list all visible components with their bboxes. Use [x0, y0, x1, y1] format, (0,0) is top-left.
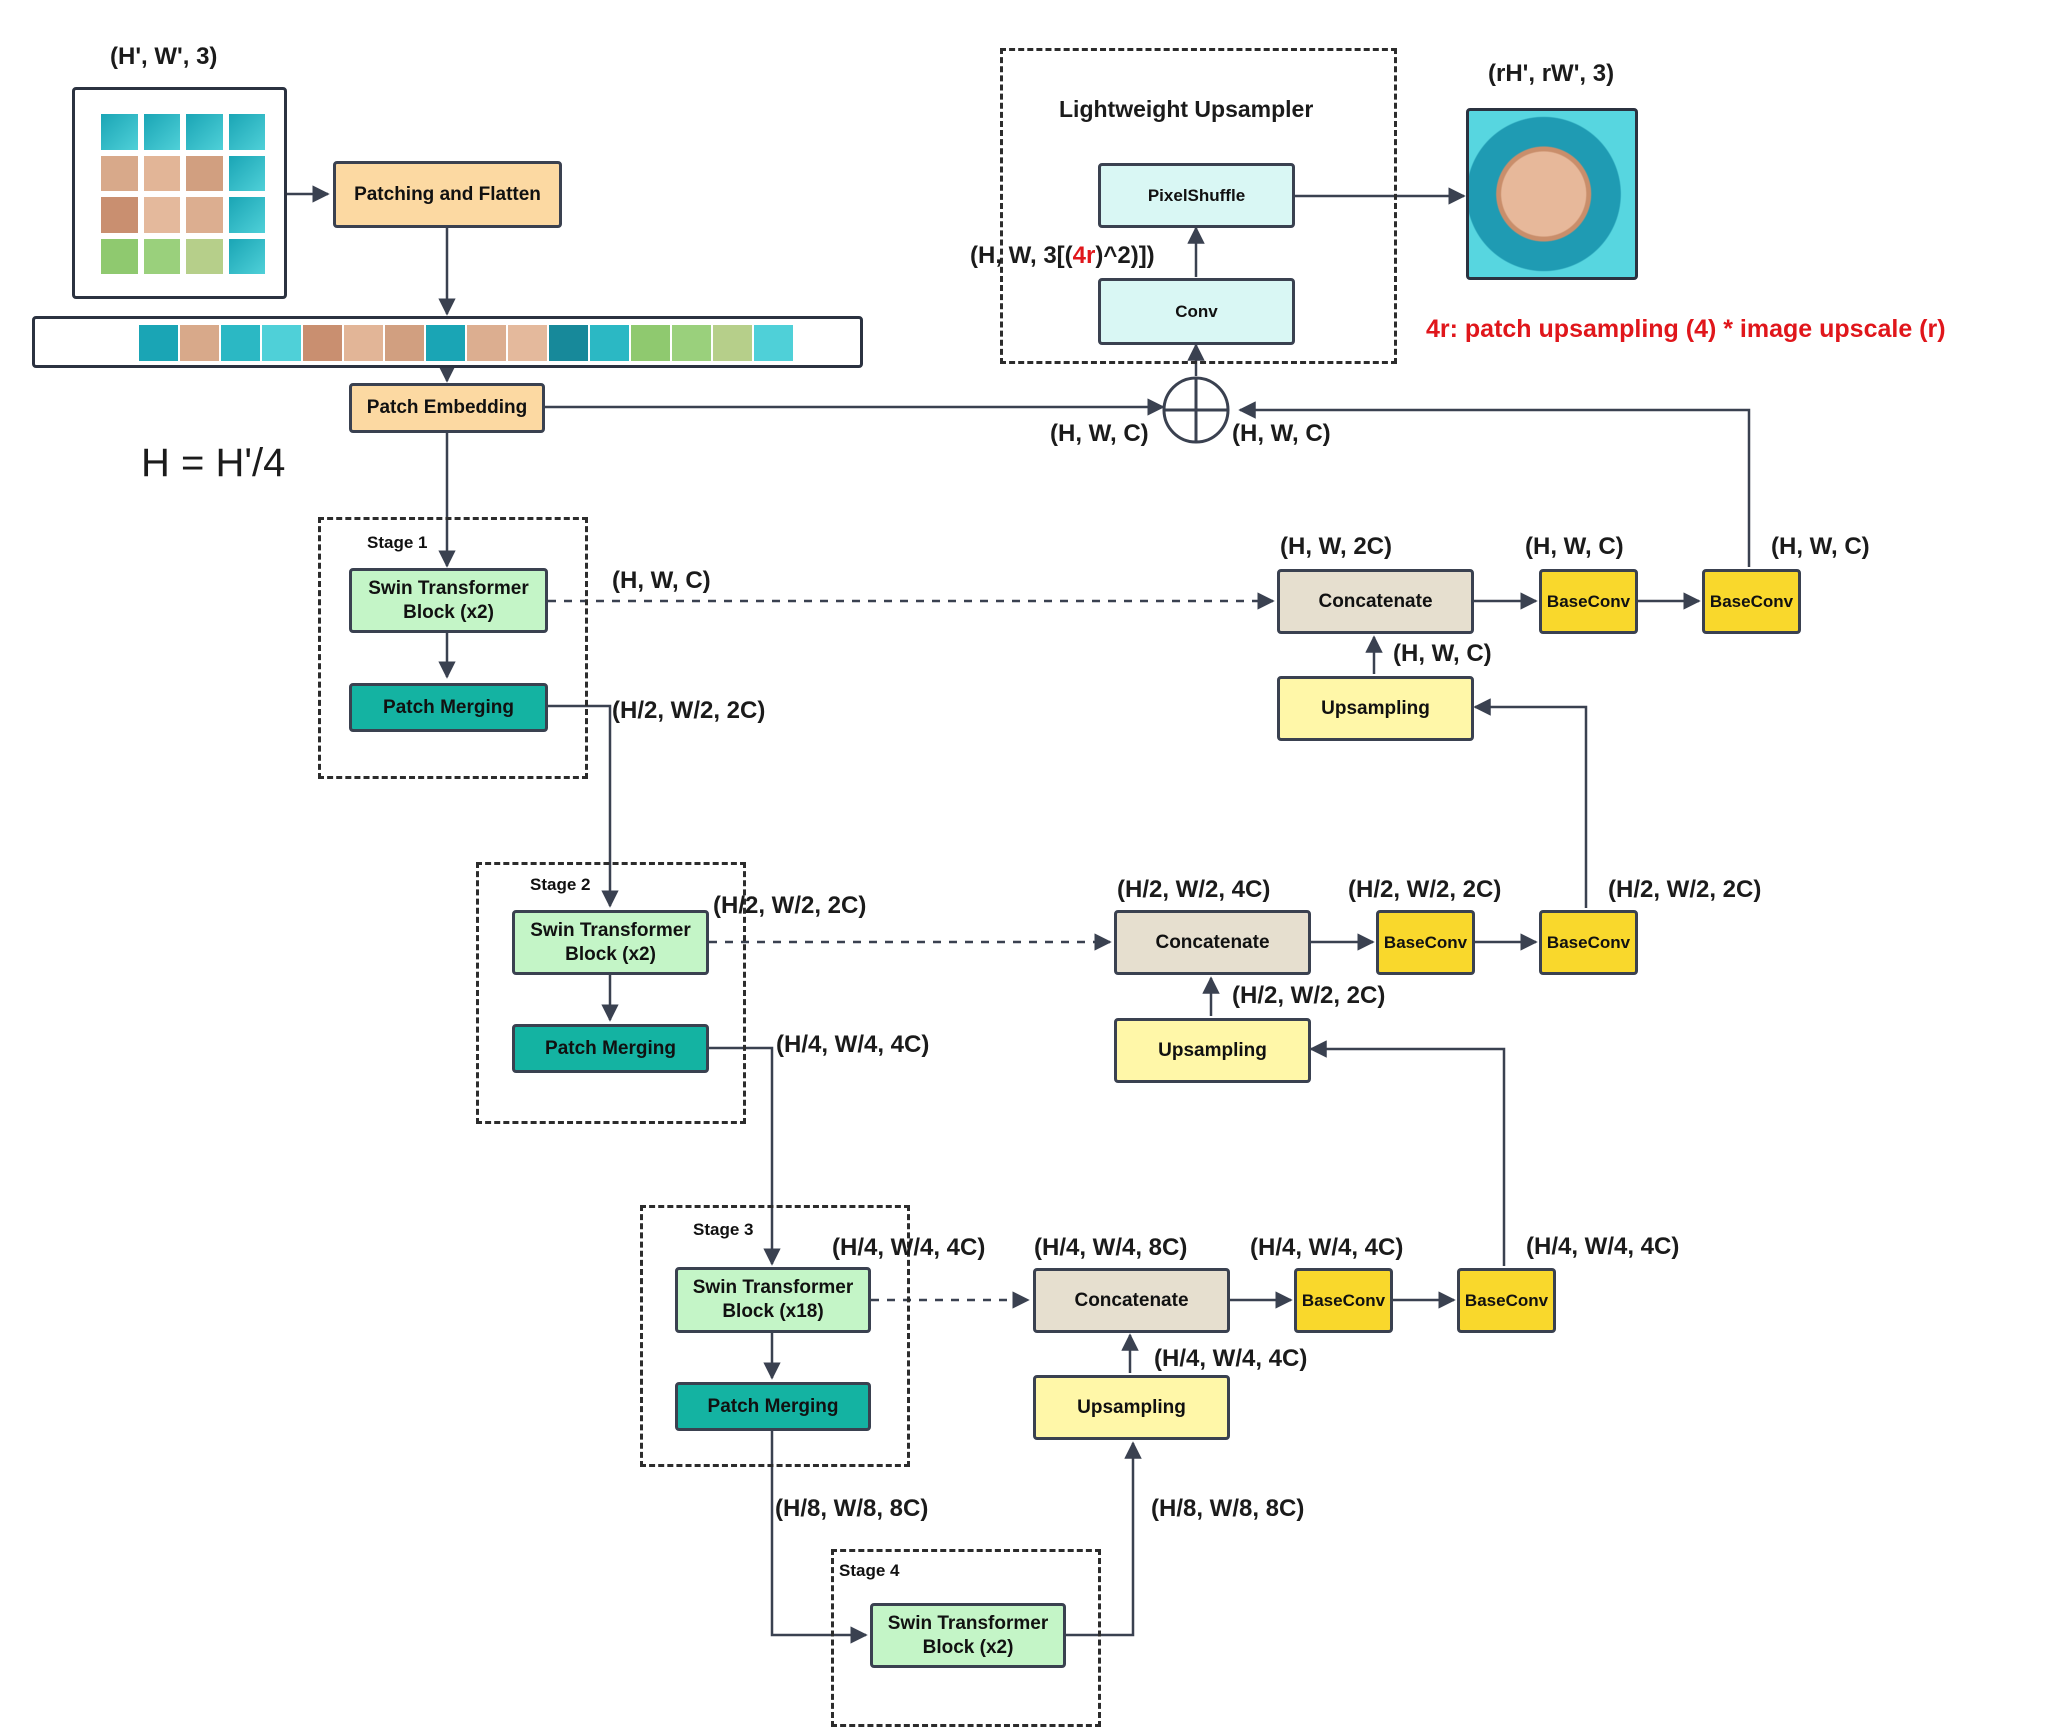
upsampling2-shape-label: (H/2, W/2, 2C) [1232, 982, 1386, 1009]
upsampling1-shape-label: (H, W, C) [1393, 640, 1492, 667]
patch-embedding-node: Patch Embedding [349, 383, 545, 433]
upsampling-factor-note: 4r: patch upsampling (4) * image upscale… [1426, 315, 1946, 343]
equation-label: H = H'/4 [141, 441, 286, 485]
stage3-label: Stage 3 [693, 1220, 754, 1239]
upsampling-level1: Upsampling [1277, 676, 1474, 741]
merge3-to-swin4-arrow [770, 1431, 868, 1644]
patching-and-flatten-node: Patching and Flatten [333, 161, 562, 228]
baseconv1b-shape-label: (H, W, C) [1771, 533, 1870, 560]
upsampling-level2: Upsampling [1114, 1018, 1311, 1083]
stage1-patch-merging: Patch Merging [349, 683, 548, 732]
conv-node: Conv [1098, 278, 1295, 345]
baseconv-level3-a: BaseConv [1294, 1268, 1393, 1333]
conv-shape-prefix: (H, W, 3[( [970, 242, 1073, 269]
upsampling-level3: Upsampling [1033, 1375, 1230, 1440]
stage1-swin-block: Swin Transformer Block (x2) [349, 568, 548, 633]
baseconv2a-shape-label: (H/2, W/2, 2C) [1348, 876, 1502, 903]
patch-sequence-strip [32, 316, 863, 368]
skip1-shape-label: (H, W, C) [612, 567, 711, 594]
stage2-label: Stage 2 [530, 875, 591, 894]
sum-node-icon [1162, 376, 1230, 444]
stage1-label: Stage 1 [367, 533, 428, 552]
conv-shape-suffix: )^2)]) [1095, 242, 1155, 269]
baseconv-level1-a: BaseConv [1539, 569, 1638, 634]
skip2-shape-label: (H/2, W/2, 2C) [713, 892, 867, 919]
sum-left-shape-label: (H, W, C) [1050, 420, 1149, 447]
stage2-patch-merging: Patch Merging [512, 1024, 709, 1073]
baseconv2b-to-upsampling1-arrow [1473, 698, 1588, 908]
concat3-shape-label: (H/4, W/4, 8C) [1034, 1234, 1188, 1261]
baseconv-level3-b: BaseConv [1457, 1268, 1556, 1333]
conv-output-shape-label: (H, W, 3[(4r)^2)]) [970, 242, 1155, 270]
skip3-shape-label: (H/4, W/4, 4C) [832, 1234, 986, 1261]
baseconv1a-shape-label: (H, W, C) [1525, 533, 1624, 560]
swin4-to-upsampling3-arrow [1063, 1441, 1142, 1637]
baseconv1b-to-sum-arrow [1238, 401, 1751, 567]
baseconv-level1-b: BaseConv [1702, 569, 1801, 634]
baseconv2b-shape-label: (H/2, W/2, 2C) [1608, 876, 1762, 903]
merge1-shape-label: (H/2, W/2, 2C) [612, 697, 766, 724]
stage3-swin-block: Swin Transformer Block (x18) [675, 1267, 871, 1333]
swin4-shape-label: (H/8, W/8, 8C) [1151, 1495, 1305, 1522]
baseconv-level2-b: BaseConv [1539, 910, 1638, 975]
output-shape-label: (rH', rW', 3) [1488, 60, 1615, 87]
input-image-frame [72, 87, 287, 299]
merge2-shape-label: (H/4, W/4, 4C) [776, 1031, 930, 1058]
merge2-to-swin3-arrow [708, 1046, 781, 1266]
baseconv3b-to-upsampling2-arrow [1309, 1040, 1506, 1266]
upsampling3-shape-label: (H/4, W/4, 4C) [1154, 1345, 1308, 1372]
concat1-shape-label: (H, W, 2C) [1280, 533, 1392, 560]
pixelshuffle-node: PixelShuffle [1098, 163, 1295, 228]
merge3-shape-label: (H/8, W/8, 8C) [775, 1495, 929, 1522]
stage4-label: Stage 4 [839, 1561, 900, 1580]
stage2-swin-block: Swin Transformer Block (x2) [512, 910, 709, 975]
concatenate-level3: Concatenate [1033, 1268, 1230, 1333]
concatenate-level1: Concatenate [1277, 569, 1474, 634]
stage4-swin-block: Swin Transformer Block (x2) [870, 1603, 1066, 1668]
conv-shape-red: 4r [1072, 242, 1096, 269]
merge1-to-swin2-arrow [548, 704, 619, 908]
sum-right-shape-label: (H, W, C) [1232, 420, 1331, 447]
stage3-patch-merging: Patch Merging [675, 1382, 871, 1431]
patch-sequence-tokens [139, 325, 793, 361]
stage1-container [318, 517, 588, 779]
stage2-container [476, 862, 746, 1124]
input-shape-label: (H', W', 3) [110, 43, 218, 70]
output-image [1466, 108, 1638, 280]
upsampler-title: Lightweight Upsampler [1059, 96, 1314, 122]
input-image-patches [101, 114, 265, 274]
baseconv-level2-a: BaseConv [1376, 910, 1475, 975]
upsampler-container [1000, 48, 1397, 364]
stage3-container [640, 1205, 910, 1467]
baseconv3b-shape-label: (H/4, W/4, 4C) [1526, 1233, 1680, 1260]
concatenate-level2: Concatenate [1114, 910, 1311, 975]
concat2-shape-label: (H/2, W/2, 4C) [1117, 876, 1271, 903]
baseconv3a-shape-label: (H/4, W/4, 4C) [1250, 1234, 1404, 1261]
stage4-container [831, 1549, 1101, 1727]
